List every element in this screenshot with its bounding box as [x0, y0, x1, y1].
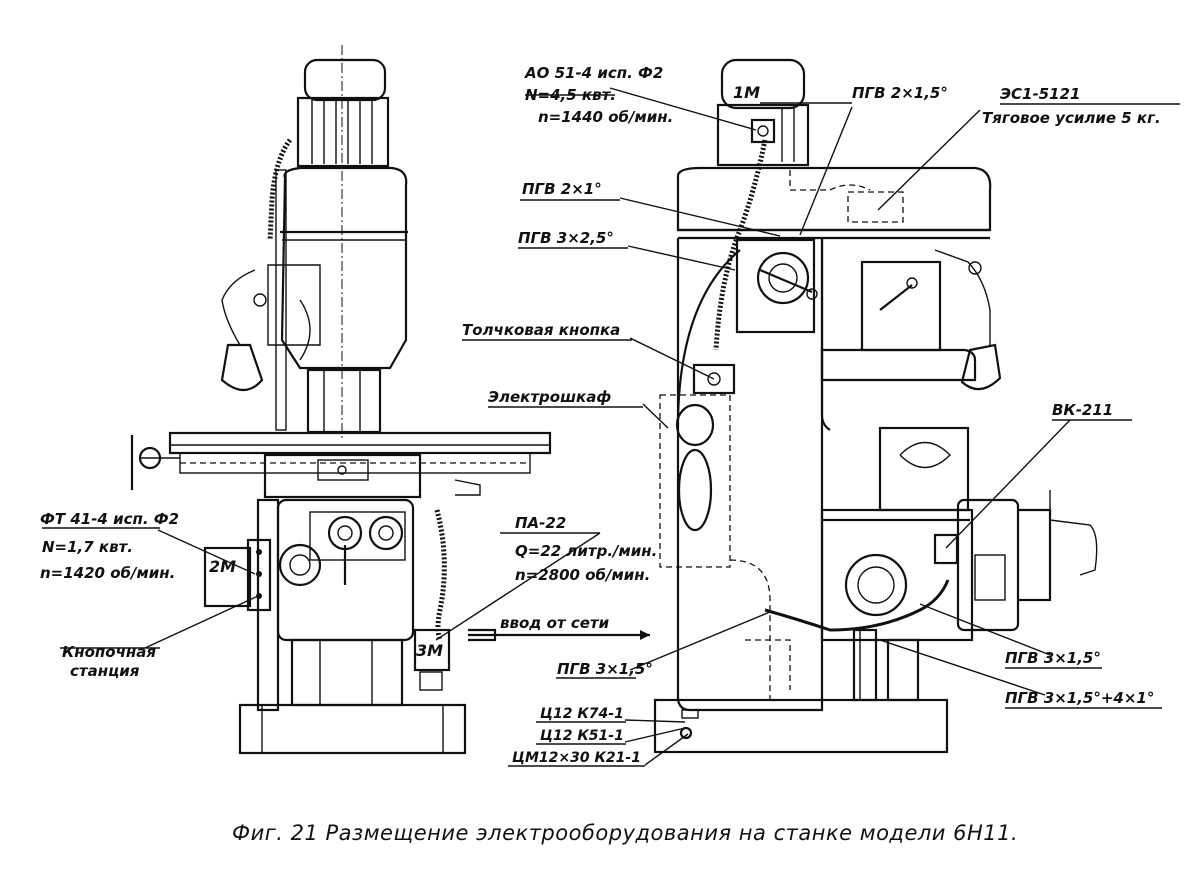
- vk211-label: ВК-211: [1052, 401, 1113, 419]
- pgv-combo-label: ПГВ 3×1,5°+4×1°: [1005, 689, 1154, 707]
- front-work-lamp: [220, 343, 264, 392]
- side-gear-panel-left: [735, 238, 816, 334]
- electric-cabinet-label: Электрошкаф: [488, 388, 611, 406]
- push-button-label: Толчковая кнопка: [462, 321, 620, 339]
- pgv-3x1-5-left-label: ПГВ 3×1,5°: [557, 660, 653, 678]
- esl-force-label: Тяговое усилие 5 кг.: [982, 109, 1161, 127]
- side-head-housing: [676, 166, 992, 232]
- pgv-2x1-5-top-label: ПГВ 2×1,5°: [852, 84, 948, 102]
- motor1-tag: 1М: [733, 83, 760, 102]
- c12-k74-label: Ц12 К74-1: [540, 706, 624, 722]
- button-station-label-line1: Кнопочная: [62, 643, 156, 661]
- motor1-spec-label: АО 51-4 исп. Ф2: [524, 64, 663, 82]
- c12-k51-label: Ц12 К51-1: [540, 728, 624, 744]
- front-motor-body: [296, 96, 390, 168]
- pgv-3x2-5-label: ПГВ 3×2,5°: [518, 229, 614, 247]
- leader-lines: [42, 87, 1180, 767]
- mains-input-label: ввод от сети: [500, 614, 610, 632]
- side-gear-panel-right: [860, 260, 942, 352]
- pgv-2x1-label: ПГВ 2×1°: [522, 180, 602, 198]
- front-work-table: [168, 431, 552, 455]
- cm12-k21-label: ЦМ12×30 К21-1: [512, 750, 641, 766]
- front-motor-cap: [303, 58, 387, 102]
- motor-2m-housing: [203, 546, 252, 608]
- esl-spec-label: ЭС1-5121: [1000, 85, 1080, 103]
- motor-1m-terminal-box: [750, 118, 776, 144]
- motor2-speed-label: n=1420 об/мин.: [40, 564, 175, 582]
- pump-speed-label: n=2800 об/мин.: [515, 566, 650, 584]
- motor2-spec-label: ФТ 41-4 исп. Ф2: [40, 510, 179, 528]
- figure-caption: Фиг. 21 Размещение электрооборудования н…: [232, 821, 1018, 845]
- pgv-3x1-5-right-label: ПГВ 3×1,5°: [1005, 649, 1101, 667]
- front-base: [238, 703, 467, 755]
- pump-flow-label: Q=22 литр./мин.: [515, 542, 657, 560]
- side-view-machine: [468, 58, 1098, 754]
- side-work-lamp: [960, 343, 1002, 391]
- motor-1m-body: [716, 103, 810, 167]
- side-base: [653, 698, 949, 754]
- motor3-tag: 3М: [416, 641, 443, 660]
- front-view-machine: [130, 45, 552, 755]
- motor1-speed-label: n=1440 об/мин.: [538, 108, 673, 126]
- pump-spec-label: ПА-22: [515, 514, 566, 532]
- side-knee-feedbox: [878, 426, 970, 512]
- button-station-label-line2: станция: [70, 662, 140, 680]
- front-spindle-head: [280, 166, 408, 370]
- motor-3m-pump: [413, 628, 451, 672]
- electric-cabinet: [659, 394, 731, 568]
- motor2-power-label: N=1,7 квт.: [42, 538, 133, 556]
- jog-push-button-box: [692, 363, 736, 395]
- motor-1m-cap: [720, 58, 806, 110]
- motor2-tag: 2М: [209, 557, 236, 576]
- motor1-power-label: N=4,5 квт.: [525, 86, 616, 104]
